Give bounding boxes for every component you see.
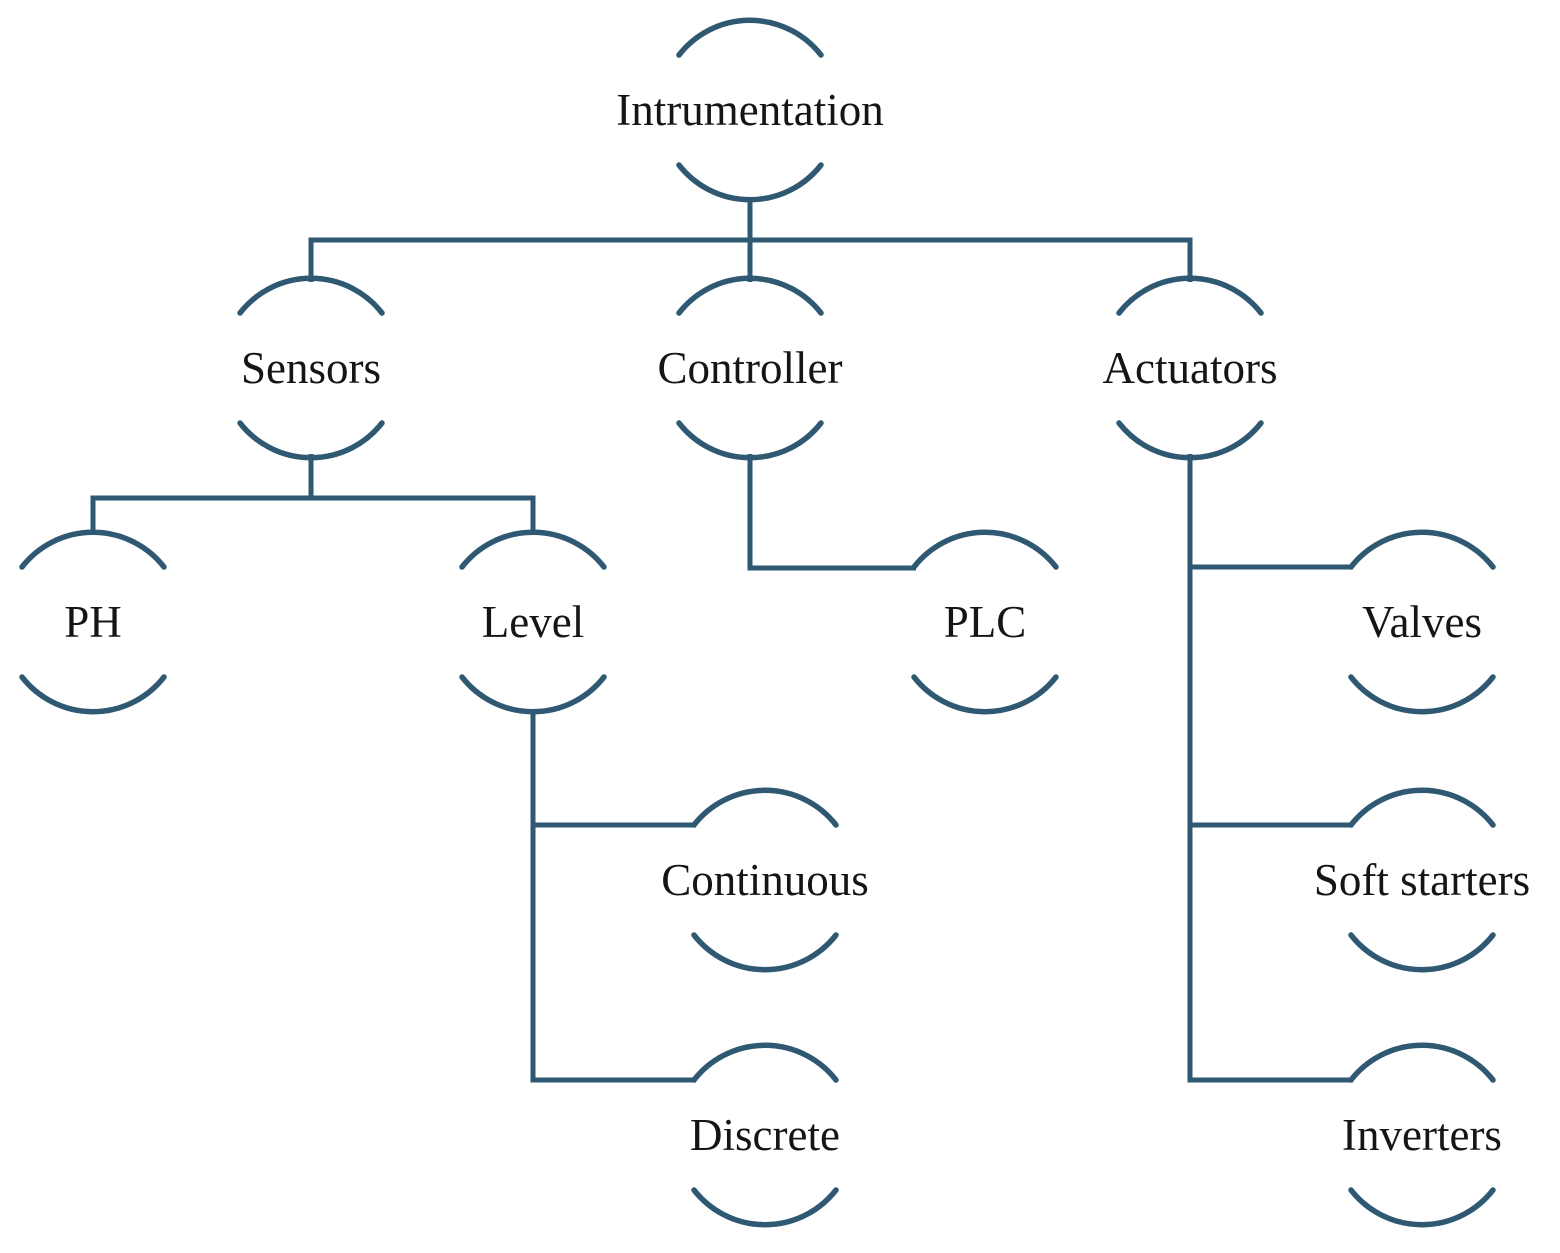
node-valves: Valves <box>1348 529 1496 715</box>
edge-level-trunk-discrete <box>530 709 696 1083</box>
node-root: Intrumentation <box>616 17 884 203</box>
node-continuous-arc-bottom <box>691 932 839 973</box>
node-level-arc-top <box>459 529 607 570</box>
node-discrete-arc-bottom <box>691 1187 839 1228</box>
node-ph-arc-top <box>19 529 167 570</box>
node-ph-arc-bottom <box>19 674 167 715</box>
node-controller: Controller <box>658 275 843 461</box>
node-plc: PLC <box>911 529 1059 715</box>
node-soft-starters-label: Soft starters <box>1314 855 1530 905</box>
node-level-arc-bottom <box>459 674 607 715</box>
node-controller-label: Controller <box>658 343 843 393</box>
node-valves-label: Valves <box>1362 597 1482 647</box>
node-root-arc-top <box>676 17 824 58</box>
node-ph: PH <box>19 529 167 715</box>
node-discrete-arc-top <box>691 1042 839 1083</box>
edges <box>90 197 1353 1083</box>
node-sensors-arc-top <box>237 275 385 316</box>
node-valves-arc-bottom <box>1348 674 1496 715</box>
node-soft-starters: Soft starters <box>1314 787 1530 973</box>
node-continuous-label: Continuous <box>661 855 869 905</box>
edge-sensors-bus <box>90 495 536 534</box>
node-root-arc-bottom <box>676 162 824 203</box>
node-actuators-label: Actuators <box>1103 343 1278 393</box>
node-discrete: Discrete <box>690 1042 840 1228</box>
node-controller-arc-bottom <box>676 420 824 461</box>
node-inverters-label: Inverters <box>1342 1110 1502 1160</box>
node-soft-starters-arc-bottom <box>1348 932 1496 973</box>
node-continuous: Continuous <box>661 787 869 973</box>
node-actuators-arc-top <box>1116 275 1264 316</box>
node-plc-arc-bottom <box>911 674 1059 715</box>
node-sensors-arc-bottom <box>237 420 385 461</box>
node-root-label: Intrumentation <box>616 85 883 135</box>
node-controller-arc-top <box>676 275 824 316</box>
node-actuators-arc-bottom <box>1116 420 1264 461</box>
node-inverters-arc-bottom <box>1348 1187 1496 1228</box>
node-actuators: Actuators <box>1103 275 1278 461</box>
node-continuous-arc-top <box>691 787 839 828</box>
nodes: Intrumentation Sensors Controller Actuat… <box>19 17 1530 1228</box>
node-plc-label: PLC <box>944 597 1027 647</box>
node-valves-arc-top <box>1348 529 1496 570</box>
node-plc-arc-top <box>911 529 1059 570</box>
node-sensors-label: Sensors <box>241 343 381 393</box>
node-inverters-arc-top <box>1348 1042 1496 1083</box>
diagram-strokes: Intrumentation Sensors Controller Actuat… <box>19 17 1530 1228</box>
node-level: Level <box>459 529 607 715</box>
edge-controller-plc <box>747 454 916 571</box>
node-soft-starters-arc-top <box>1348 787 1496 828</box>
node-ph-label: PH <box>64 597 122 647</box>
node-discrete-label: Discrete <box>690 1110 840 1160</box>
node-sensors: Sensors <box>237 275 385 461</box>
node-level-label: Level <box>482 597 584 647</box>
edge-actuators-trunk-inverters <box>1187 454 1353 1083</box>
node-inverters: Inverters <box>1342 1042 1502 1228</box>
